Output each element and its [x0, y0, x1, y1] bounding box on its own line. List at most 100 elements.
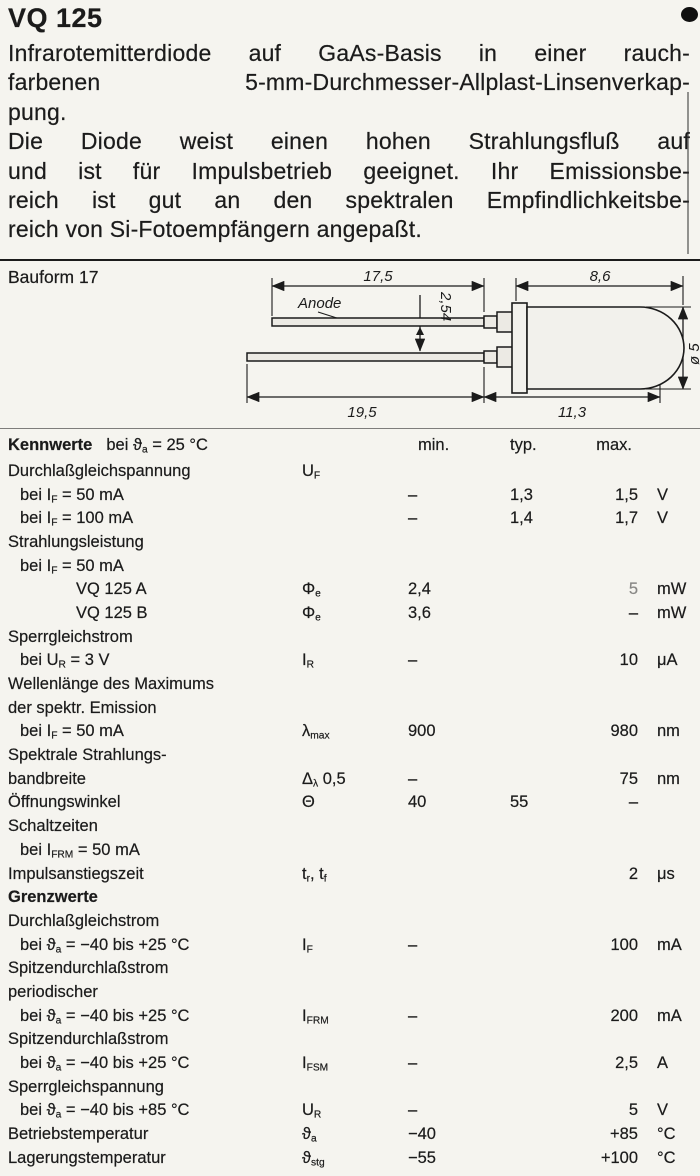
param-label: VQ 125 A	[76, 580, 147, 599]
param-label: bei ϑa = −40 bis +25 °C	[20, 1006, 190, 1026]
param-label: Spitzendurchlaßstrom	[8, 1030, 169, 1049]
table-row: Durchlaßgleichspannung UF	[0, 462, 700, 486]
max-cell: 980	[610, 722, 638, 741]
symbol-cell: IR	[302, 651, 314, 671]
param-label: Betriebstemperatur	[8, 1125, 149, 1144]
divider-top	[0, 258, 700, 261]
anode-label: Anode	[297, 295, 341, 312]
param-label: Sperrgleichstrom	[8, 627, 133, 646]
param-label: Spitzendurchlaßstrom	[8, 959, 169, 978]
param-label: bei ϑa = −40 bis +25 °C	[20, 1054, 190, 1074]
unit-cell: mW	[657, 603, 687, 622]
symbol-cell: UF	[302, 461, 321, 482]
dim-lead-pitch-label: 2,54	[437, 291, 454, 321]
unit-cell: μA	[657, 651, 678, 670]
max-cell: –	[628, 603, 638, 622]
bauform-label: Bauform 17	[8, 266, 99, 287]
dim-diameter-label: ø 5	[686, 343, 700, 365]
intro-line: Infrarotemitterdiode auf GaAs-Basis in e…	[8, 40, 690, 66]
cathode-lead	[246, 346, 514, 368]
symbol-cell: IF	[302, 935, 313, 955]
param-label: Schaltzeiten	[8, 817, 98, 836]
symbol-cell: Φe	[302, 603, 321, 624]
min-cell: −55	[408, 1148, 436, 1167]
unit-cell: A	[657, 1054, 669, 1073]
scan-edge-artifact	[687, 92, 689, 254]
max-cell: –	[628, 793, 638, 812]
unit-cell: V	[657, 485, 669, 504]
param-label: bei ϑa = −40 bis +85 °C	[20, 1101, 190, 1121]
param-label: Impulsanstiegszeit	[8, 864, 144, 883]
package-drawing-section: Bauform 17	[0, 261, 700, 428]
min-cell: 3,6	[408, 603, 431, 622]
unit-cell: μs	[657, 864, 675, 883]
symbol-cell: Φe	[302, 580, 321, 600]
page-title: VQ 125	[8, 3, 103, 33]
typ-col-header: typ.	[510, 435, 537, 454]
symbol-cell: IFSM	[302, 1054, 329, 1074]
intro-line: farbenen 5-mm-Durchmesser-Allplast-Linse…	[8, 69, 690, 96]
symbol-cell: Θ	[302, 793, 315, 812]
min-cell: –	[408, 1006, 418, 1025]
param-label: bei IF = 50 mA	[20, 556, 124, 576]
min-cell: –	[408, 1101, 418, 1120]
max-cell: 1,5	[615, 485, 638, 504]
param-label: der spektr. Emission	[8, 698, 157, 717]
min-cell: –	[408, 1054, 418, 1073]
max-cell: 5	[628, 1101, 638, 1120]
symbol-cell: λmax	[302, 722, 330, 742]
unit-cell: V	[657, 509, 669, 528]
min-cell: –	[408, 935, 418, 954]
symbol-cell: Δλ 0,5	[302, 769, 346, 790]
max-cell: 200	[610, 1006, 638, 1025]
param-label: Wellenlänge des Maximums	[8, 675, 215, 694]
intro-paragraphs: Infrarotemitterdiode auf GaAs-Basis in e…	[8, 39, 690, 245]
min-cell: 900	[408, 722, 436, 741]
intro-line: reich von Si-Fotoempfängern angepaßt.	[8, 216, 422, 243]
table-row: Wellenlänge des Maximums	[0, 675, 700, 699]
typ-cell: 1,3	[510, 485, 533, 504]
param-label: Grenzwerte	[8, 888, 98, 907]
divider-mid	[0, 427, 700, 429]
table-row: periodischer	[0, 983, 700, 1007]
table-row: Sperrgleichstrom	[0, 628, 700, 652]
table-row: Grenzwerte	[0, 888, 700, 912]
max-cell: 2	[628, 864, 638, 883]
anode-lead	[271, 311, 514, 333]
intro-line: pung.	[8, 98, 67, 125]
param-label: bei IFRM = 50 mA	[20, 840, 140, 861]
unit-cell: °C	[657, 1148, 676, 1167]
table-row: bei IF = 50 mA	[0, 556, 700, 581]
param-label: VQ 125 B	[76, 603, 148, 622]
unit-cell: mA	[657, 935, 682, 954]
dim-body-bottom-label: 11,3	[558, 404, 587, 421]
param-label: Durchlaßgleichspannung	[8, 461, 191, 480]
symbol-cell: IFRM	[302, 1006, 329, 1026]
table-row: Schaltzeiten	[0, 817, 700, 841]
corner-dot	[681, 7, 698, 22]
typ-cell: 1,4	[510, 509, 533, 528]
table-row: Spitzendurchlaßstrom	[0, 959, 700, 983]
unit-cell: nm	[657, 722, 680, 741]
min-cell: 40	[408, 793, 427, 812]
table-rows: Durchlaßgleichspannung UF bei IF = 50 mA – 1…	[0, 462, 700, 1173]
max-cell: 75	[619, 769, 639, 788]
intro-line: und ist für Impulsbetrieb geeignet. Ihr …	[8, 157, 690, 184]
max-cell: 10	[619, 651, 639, 670]
table-row: Durchlaßgleichstrom	[0, 912, 700, 936]
dim-body-top-label: 8,6	[590, 268, 612, 285]
table-row: Spitzendurchlaßstrom	[0, 1030, 700, 1054]
